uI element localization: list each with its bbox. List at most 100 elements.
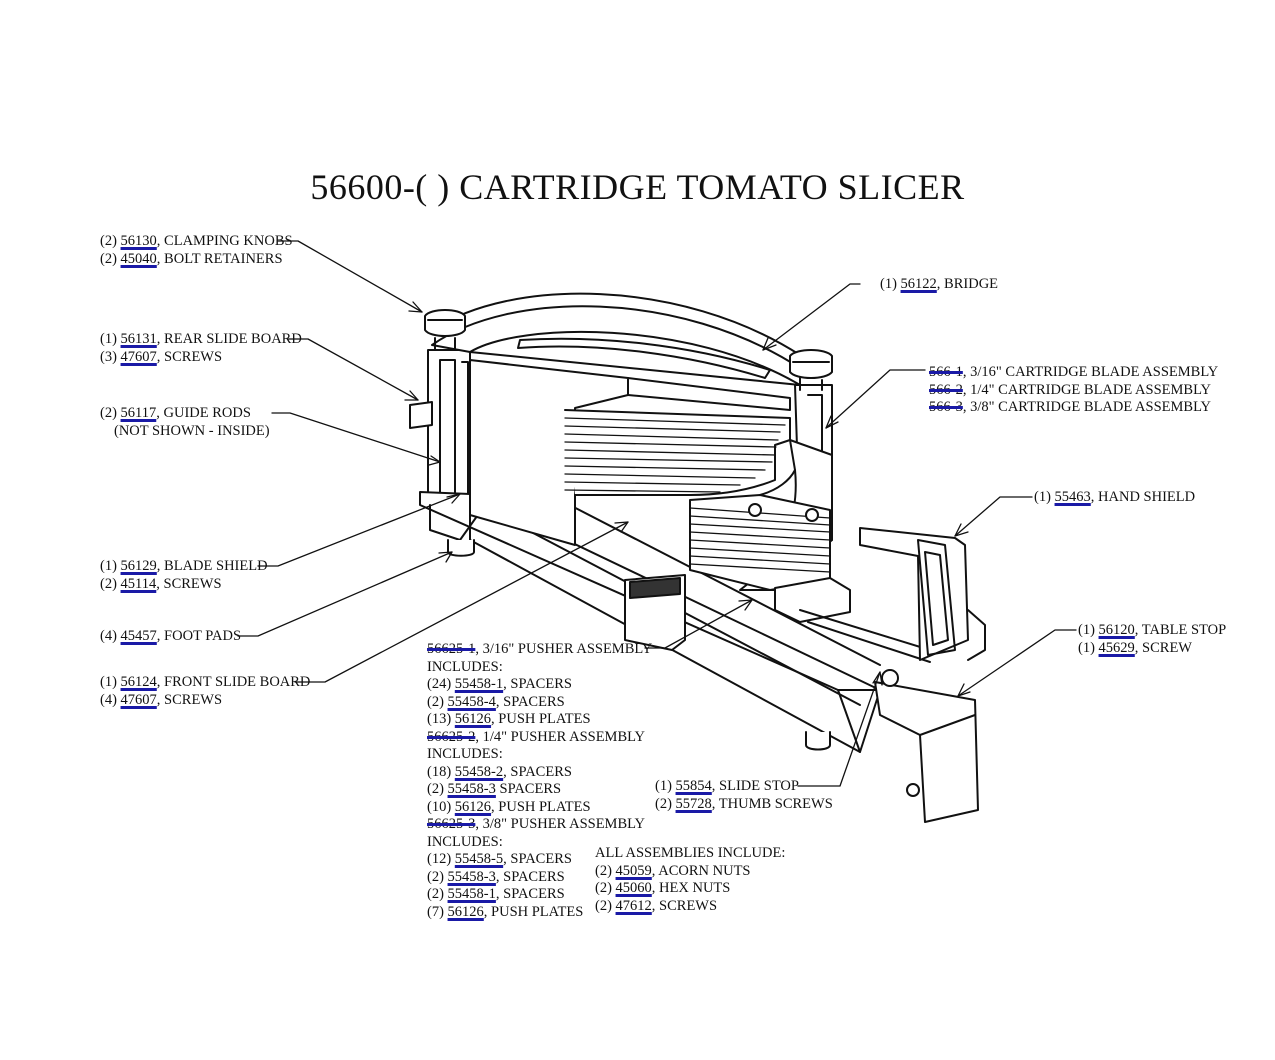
quantity: (24) bbox=[427, 676, 455, 692]
callout-line: (4) 45457, FOOT PADS bbox=[100, 628, 241, 646]
callout-bridge: (1) 56122, BRIDGE bbox=[880, 276, 998, 294]
callout-line: INCLUDES: bbox=[427, 659, 652, 677]
part-number-link[interactable]: 55463 bbox=[1054, 489, 1091, 505]
callout-line: (1) 56120, TABLE STOP bbox=[1078, 622, 1226, 640]
callout-line: (1) 56131, REAR SLIDE BOARD bbox=[100, 331, 302, 349]
quantity: (2) bbox=[100, 250, 121, 267]
part-description: , SCREWS bbox=[651, 897, 718, 914]
callout-guide-rods: (2) 56117, GUIDE RODS bbox=[100, 405, 251, 423]
part-number-link[interactable]: 56126 bbox=[454, 711, 492, 727]
part-number-link[interactable]: 55458-3 bbox=[447, 781, 496, 797]
callout-slide-stop: (1) 55854, SLIDE STOP(2) 55728, THUMB SC… bbox=[655, 778, 833, 813]
quantity: (1) bbox=[1034, 489, 1055, 505]
part-number-link[interactable]: 566-2 bbox=[929, 381, 963, 398]
callout-line: 56625-3, 3/8" PUSHER ASSEMBLY bbox=[427, 816, 652, 834]
part-number-link[interactable]: 56130 bbox=[120, 233, 157, 249]
callout-line: (2) 55458-4, SPACERS bbox=[427, 694, 652, 712]
part-number-link[interactable]: 55458-3 bbox=[447, 868, 496, 885]
part-number-link[interactable]: 47612 bbox=[615, 897, 652, 914]
part-number-link[interactable]: 56625-1 bbox=[427, 641, 476, 657]
part-description: , SPACERS bbox=[503, 763, 572, 780]
part-description: , PUSH PLATES bbox=[491, 798, 591, 815]
pusher-handle bbox=[774, 577, 931, 663]
part-number-link[interactable]: 56126 bbox=[454, 798, 492, 815]
quantity: (18) bbox=[427, 763, 455, 780]
table-stop-bracket bbox=[874, 669, 979, 823]
part-number-link[interactable]: 56131 bbox=[120, 331, 157, 347]
callout-line: (1) 56124, FRONT SLIDE BOARD bbox=[100, 674, 310, 692]
quantity: (2) bbox=[595, 862, 616, 879]
callout-line: (18) 55458-2, SPACERS bbox=[427, 764, 652, 782]
part-description: , BRIDGE bbox=[936, 276, 999, 292]
quantity: (2) bbox=[100, 575, 121, 592]
quantity: (13) bbox=[427, 711, 455, 727]
part-number-link[interactable]: 45060 bbox=[615, 880, 652, 896]
part-description: , SPACERS bbox=[495, 886, 565, 902]
part-number-link[interactable]: 56120 bbox=[1098, 622, 1135, 638]
quantity: (1) bbox=[1078, 639, 1099, 656]
callout-line: 566-2, 1/4" CARTRIDGE BLADE ASSEMBLY bbox=[929, 382, 1218, 400]
part-number-link[interactable]: 45114 bbox=[120, 575, 157, 592]
pusher-plates bbox=[689, 494, 831, 591]
part-description: , SPACERS bbox=[503, 851, 572, 867]
part-number-link[interactable]: 56122 bbox=[900, 276, 937, 292]
callout-line: INCLUDES: bbox=[427, 746, 652, 764]
part-description: , CLAMPING KNOBS bbox=[156, 233, 293, 249]
part-number-link[interactable]: 55854 bbox=[675, 778, 712, 794]
part-number-link[interactable]: 45059 bbox=[615, 862, 652, 879]
part-number-link[interactable]: 56117 bbox=[120, 405, 157, 421]
part-description: , 1/4" PUSHER ASSEMBLY bbox=[475, 728, 645, 745]
part-number-link[interactable]: 47607 bbox=[120, 691, 157, 708]
callout-line: (1) 45629, SCREW bbox=[1078, 640, 1226, 658]
part-description: , 1/4" CARTRIDGE BLADE ASSEMBLY bbox=[962, 381, 1211, 398]
part-number-link[interactable]: 55728 bbox=[675, 795, 712, 812]
part-number-link[interactable]: 56124 bbox=[120, 674, 157, 690]
callout-line: 56625-2, 1/4" PUSHER ASSEMBLY bbox=[427, 729, 652, 747]
quantity: (2) bbox=[427, 693, 448, 710]
callout-line: (2) 45040, BOLT RETAINERS bbox=[100, 251, 293, 269]
part-description: , SCREWS bbox=[156, 691, 223, 708]
part-number-link[interactable]: 55458-4 bbox=[447, 693, 496, 710]
part-number-link[interactable]: 56625-2 bbox=[427, 728, 476, 745]
callout-line: (10) 56126, PUSH PLATES bbox=[427, 799, 652, 817]
part-description: SPACERS bbox=[495, 781, 562, 797]
clamping-knob-right bbox=[789, 349, 833, 391]
part-number-link[interactable]: 55458-5 bbox=[454, 851, 504, 867]
part-number-link[interactable]: 55458-1 bbox=[447, 886, 496, 902]
callout-line: (13) 56126, PUSH PLATES bbox=[427, 711, 652, 729]
part-description: , HAND SHIELD bbox=[1090, 489, 1196, 505]
guide-rods-note: (NOT SHOWN - INSIDE) bbox=[114, 423, 270, 439]
part-number-link[interactable]: 56625-3 bbox=[427, 816, 476, 832]
part-number-link[interactable]: 45040 bbox=[120, 250, 157, 267]
callout-all-assemblies: ALL ASSEMBLIES INCLUDE:(2) 45059, ACORN … bbox=[595, 845, 785, 915]
callout-line: 566-1, 3/16" CARTRIDGE BLADE ASSEMBLY bbox=[929, 364, 1218, 382]
quantity: (1) bbox=[100, 558, 121, 574]
quantity: (2) bbox=[595, 880, 616, 896]
part-number-link[interactable]: 45457 bbox=[120, 628, 157, 644]
part-description: , FRONT SLIDE BOARD bbox=[156, 674, 311, 690]
callout-line: 56625-1, 3/16" PUSHER ASSEMBLY bbox=[427, 641, 652, 659]
callout-line: 566-3, 3/8" CARTRIDGE BLADE ASSEMBLY bbox=[929, 399, 1218, 417]
callout-clamping-knobs: (2) 56130, CLAMPING KNOBS(2) 45040, BOLT… bbox=[100, 233, 293, 268]
part-number-link[interactable]: 56126 bbox=[447, 903, 484, 920]
part-number-link[interactable]: 566-1 bbox=[929, 364, 963, 380]
part-number-link[interactable]: 47607 bbox=[120, 348, 157, 365]
part-number-link[interactable]: 55458-2 bbox=[454, 763, 504, 780]
part-number-link[interactable]: 55458-1 bbox=[454, 676, 504, 692]
part-number-link[interactable]: 45629 bbox=[1098, 639, 1135, 656]
blade-shield-panel bbox=[469, 359, 791, 546]
callout-line: (2) 55458-3 SPACERS bbox=[427, 781, 652, 799]
quantity: (2) bbox=[595, 897, 616, 914]
part-number-link[interactable]: 566-3 bbox=[929, 399, 963, 415]
part-number-link[interactable]: 56129 bbox=[120, 558, 157, 574]
callout-line: (2) 56130, CLAMPING KNOBS bbox=[100, 233, 293, 251]
quantity: (10) bbox=[427, 798, 455, 815]
quantity: (2) bbox=[100, 405, 121, 421]
quantity: (1) bbox=[100, 331, 121, 347]
quantity: (1) bbox=[1078, 622, 1099, 638]
callout-line: ALL ASSEMBLIES INCLUDE: bbox=[595, 845, 785, 863]
bridge-arch bbox=[431, 292, 801, 386]
quantity: (4) bbox=[100, 628, 121, 644]
